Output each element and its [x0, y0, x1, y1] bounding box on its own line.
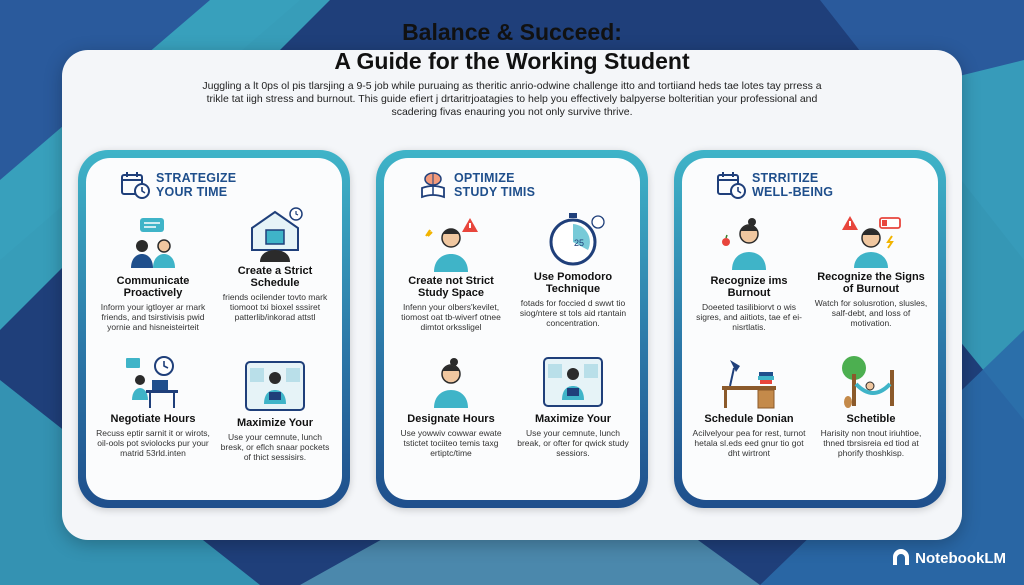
commute-study-icon [245, 361, 305, 411]
tip-recognize-signs-burnout: Recognize the Signs of Burnout Watch for… [812, 212, 930, 328]
person-apple-icon [722, 218, 766, 270]
tip-title: Schetible [846, 413, 896, 425]
tip-pomodoro-technique: 25 Use Pomodoro Technique fotads for foc… [514, 212, 632, 328]
notebooklm-logo: NotebookLM [891, 549, 1006, 567]
column-card: STRRITIZE WELL-BEING Recognize ims Burno… [682, 158, 938, 500]
student-icon [434, 358, 468, 408]
intro-paragraph: Juggling a lt 0ps ol pis tlarsjing a 9-5… [202, 80, 822, 118]
tip-title: Create a Strict Schedule [237, 265, 313, 289]
tip-description: Infenn your olbers'kevilet, tiomost oat … [401, 302, 501, 332]
tip-title: Use Pomodoro Technique [533, 271, 613, 295]
column-card: STRATEGIZE YOUR TIME Communicate Proacti… [86, 158, 342, 500]
column-header: OPTIMIZE STUDY TIMIS [418, 164, 630, 206]
calendar-clock-icon [717, 172, 746, 199]
tip-communicate-proactively: Communicate Proactively Inform your igtl… [94, 216, 212, 332]
column-title-line-2: YOUR TIME [156, 185, 228, 199]
tip-designate-hours: Designate Hours Use yowwiv cowwar ewate … [392, 354, 510, 458]
tip-description: Doeeted tasilibiorvt o wis sigres, and a… [696, 302, 802, 332]
desk-clock-icon [126, 356, 178, 408]
tip-schedule-downtime: Schedule Donian Acilvelyour pea for rest… [690, 354, 808, 458]
notebooklm-logo-icon [893, 549, 910, 565]
hammock-icon [842, 356, 894, 408]
tip-description: Use your cemnute, lunch break, or ofter … [517, 428, 629, 458]
tip-maximize-your: Maximize Your Use your cemnute, lunch br… [514, 354, 632, 458]
student-alert-icon [425, 218, 478, 272]
commute-study-icon [543, 357, 603, 407]
tip-create-strict-schedule: Create a Strict Schedule friends ocilend… [216, 206, 334, 322]
column-header: STRRITIZE WELL-BEING [716, 164, 928, 206]
tip-description: Inform your igtloyer ar rnark friends, a… [100, 302, 206, 332]
tip-description: Harisity non tnout iriuhtioe, thned tbrs… [820, 428, 922, 458]
tip-recognize-burnout: Recognize ims Burnout Doeeted tasilibior… [690, 216, 808, 332]
column-card: OPTIMIZE STUDY TIMIS Create not Strict S… [384, 158, 640, 500]
tip-description: Recuss eptir sarnit it or wirots, oil-oo… [96, 428, 210, 458]
brand-name: NotebookLM [915, 549, 1006, 567]
tip-description: friends ocilender tovto mark tiomoot txi… [222, 292, 328, 322]
column-prioritize-wellbeing: STRRITIZE WELL-BEING Recognize ims Burno… [674, 150, 946, 508]
tip-title: Create not Strict Study Space [408, 275, 494, 299]
tip-title: Recognize ims Burnout [710, 275, 788, 299]
brain-book-icon [421, 172, 445, 199]
low-battery-icon [842, 216, 901, 268]
desk-lamp-icon [722, 360, 776, 409]
tip-title: Maximize Your [534, 413, 611, 425]
tip-description: Watch for solusrotion, slusles, salf-deb… [814, 298, 928, 328]
tip-description: fotads for foccied d swwt tio siog/ntere… [519, 298, 627, 328]
title-line-1: Balance & Succeed: [402, 19, 622, 45]
tip-title: Negotiate Hours [110, 413, 196, 425]
tip-title: Maximize Your [236, 417, 313, 429]
calendar-clock-icon [121, 172, 150, 199]
tip-description: Use your cemnute, lunch bresk, or eflch … [220, 432, 330, 462]
tip-title: Recognize the Signs of Burnout [817, 271, 925, 295]
column-title: STRRITIZE WELL-BEING [752, 171, 833, 199]
column-header: STRATEGIZE YOUR TIME [120, 164, 332, 206]
tip-schedule-leisure: Schetible Harisity non tnout iriuhtioe, … [812, 354, 930, 458]
column-title-line-1: STRRITIZE [752, 171, 819, 185]
timer-icon: 25 [549, 213, 605, 266]
column-title-line-1: STRATEGIZE [156, 171, 237, 185]
tip-negotiate-hours: Negotiate Hours Recuss eptir sarnit it o… [94, 354, 212, 458]
tip-description: Use yowwiv cowwar ewate tstictet tociite… [400, 428, 502, 458]
svg-text:25: 25 [574, 238, 584, 248]
tip-description: Acilvelyour pea for rest, turnot hetala … [692, 428, 806, 458]
column-strategize-time: STRATEGIZE YOUR TIME Communicate Proacti… [78, 150, 350, 508]
tip-title: Designate Hours [407, 413, 495, 425]
schedule-house-icon [251, 207, 303, 262]
chat-people-icon [131, 218, 175, 268]
title-line-2: A Guide for the Working Student [334, 48, 690, 74]
column-title-line-1: OPTIMIZE [454, 171, 515, 185]
column-title: OPTIMIZE STUDY TIMIS [454, 171, 535, 199]
tip-title: Schedule Donian [704, 413, 794, 425]
column-title: STRATEGIZE YOUR TIME [156, 171, 236, 199]
tip-create-study-space: Create not Strict Study Space Infenn you… [392, 216, 510, 332]
column-title-line-2: WELL-BEING [752, 185, 834, 199]
column-optimize-study: OPTIMIZE STUDY TIMIS Create not Strict S… [376, 150, 648, 508]
column-title-line-2: STUDY TIMIS [454, 185, 536, 199]
tip-maximize-your: Maximize Your Use your cemnute, lunch br… [216, 358, 334, 462]
page-title: Balance & Succeed: A Guide for the Worki… [0, 18, 1024, 76]
tip-title: Communicate Proactively [116, 275, 190, 299]
